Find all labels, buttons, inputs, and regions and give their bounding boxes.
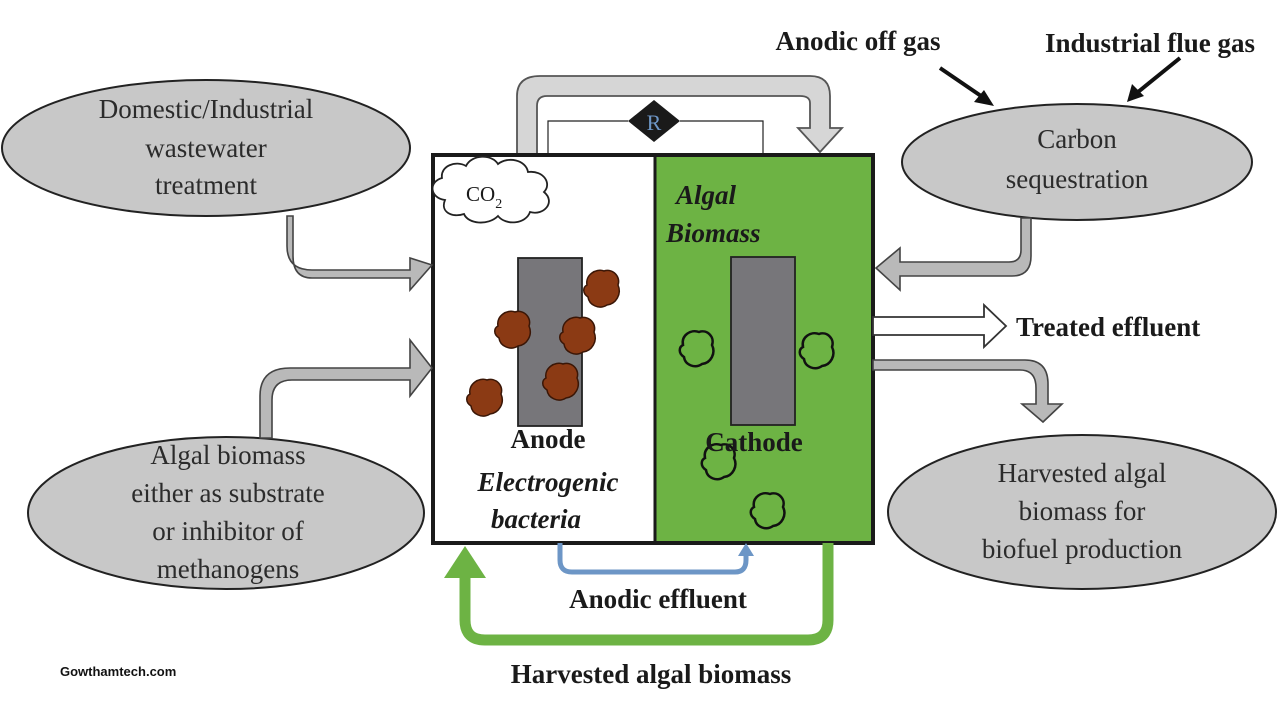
external-circuit: R	[547, 100, 764, 258]
co2-cloud-icon: CO2	[431, 155, 550, 224]
bacterium-icon	[542, 362, 580, 401]
carbon-line-2: sequestration	[1006, 164, 1149, 194]
resistor-icon	[628, 100, 680, 142]
wastewater-line-3: treatment	[155, 170, 257, 200]
harvested-line-1: Harvested algal	[998, 458, 1167, 488]
harvested-line-2: biomass for	[1019, 496, 1146, 526]
bacterium-icon	[494, 310, 532, 349]
anodic-off-gas-label: Anodic off gas	[775, 26, 940, 56]
wastewater-inflow-arrow	[286, 215, 434, 293]
watermark-text: Gowthamtech.com	[60, 664, 177, 679]
flue-gas-arrows	[938, 56, 1182, 106]
harvested-recycle-arrow	[444, 543, 834, 646]
bacterium-icon	[466, 378, 504, 417]
wastewater-line-2: wastewater	[145, 133, 266, 163]
substrate-inflow-arrow	[259, 337, 434, 439]
bacterium-icon	[583, 269, 621, 308]
anodic-effluent-label: Anodic effluent	[569, 584, 747, 614]
harvested-algal-biomass-label: Harvested algal biomass	[511, 659, 792, 689]
algal-label: Algal	[674, 180, 737, 210]
ellipse-harvested-biofuel: Harvested algal biomass for biofuel prod…	[887, 434, 1277, 590]
substrate-line-2: either as substrate	[131, 478, 324, 508]
bacterium-icon	[559, 316, 597, 355]
substrate-line-1: Algal biomass	[150, 440, 305, 470]
electrogenic-label: Electrogenic	[477, 467, 619, 497]
treated-effluent-arrow	[872, 302, 1008, 350]
substrate-line-4: methanogens	[157, 554, 299, 584]
anodic-off-gas-arrow	[516, 75, 845, 155]
carbon-inflow-arrow	[874, 217, 1032, 292]
bacteria-label: bacteria	[491, 504, 581, 534]
carbon-line-1: Carbon	[1037, 124, 1117, 154]
wastewater-line-1: Domestic/Industrial	[99, 94, 313, 124]
co2-label: CO2	[466, 182, 502, 212]
substrate-line-3: or inhibitor of	[152, 516, 303, 546]
ellipse-carbon-sequestration: Carbon sequestration	[901, 103, 1253, 221]
harvested-outflow-arrow	[872, 359, 1065, 424]
biomass-label: Biomass	[665, 218, 761, 248]
industrial-flue-gas-label: Industrial flue gas	[1045, 28, 1255, 58]
harvested-line-3: biofuel production	[982, 534, 1183, 564]
anode-label: Anode	[510, 424, 585, 454]
cathode-label: Cathode	[705, 427, 803, 457]
resistor-label: R	[647, 110, 662, 135]
ellipse-algal-substrate: Algal biomass either as substrate or inh…	[27, 436, 425, 590]
treated-effluent-label: Treated effluent	[1016, 312, 1200, 342]
ellipse-wastewater-treatment: Domestic/Industrial wastewater treatment	[1, 79, 411, 217]
anodic-effluent-arrow	[557, 543, 754, 575]
cathode-electrode	[730, 256, 796, 426]
